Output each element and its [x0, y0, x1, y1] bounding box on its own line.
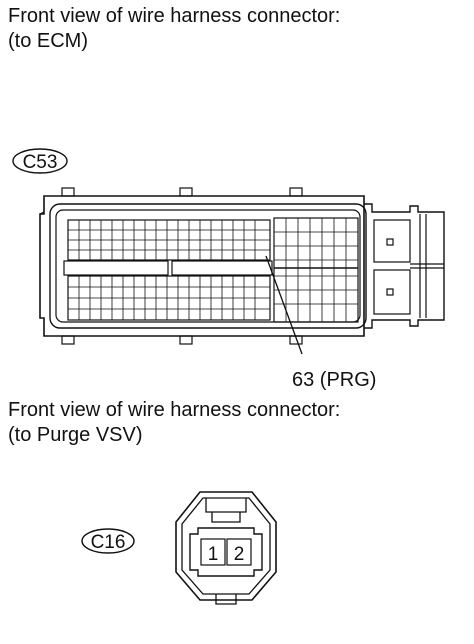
- ecm-caption-line-2: (to ECM): [8, 30, 88, 52]
- ecm-connector-id: C53: [23, 152, 58, 173]
- ecm-connector-id-outline: [12, 148, 68, 174]
- vsv-connector-id: C16: [91, 532, 126, 553]
- vsv-caption-line-1: Front view of wire harness connector:: [8, 399, 341, 421]
- pin-63-label: 63 (PRG): [292, 369, 376, 391]
- ecm-connector: C53: [12, 148, 445, 391]
- pin-63-leader-line: [265, 255, 303, 355]
- vsv-connector: C16 1 2: [81, 491, 277, 605]
- ecm-connector-caption: Front view of wire harness connector: (t…: [8, 4, 340, 54]
- vsv-caption-line-2: (to Purge VSV): [8, 424, 143, 446]
- vsv-pin-2-label: 2: [234, 544, 245, 565]
- ecm-caption-line-1: Front view of wire harness connector:: [8, 5, 341, 27]
- vsv-connector-id-outline: [81, 528, 135, 554]
- vsv-connector-caption: Front view of wire harness connector: (t…: [8, 398, 340, 448]
- vsv-pin-1-label: 1: [208, 544, 219, 565]
- vsv-pin-1: [200, 538, 226, 566]
- vsv-pin-2: [226, 538, 252, 566]
